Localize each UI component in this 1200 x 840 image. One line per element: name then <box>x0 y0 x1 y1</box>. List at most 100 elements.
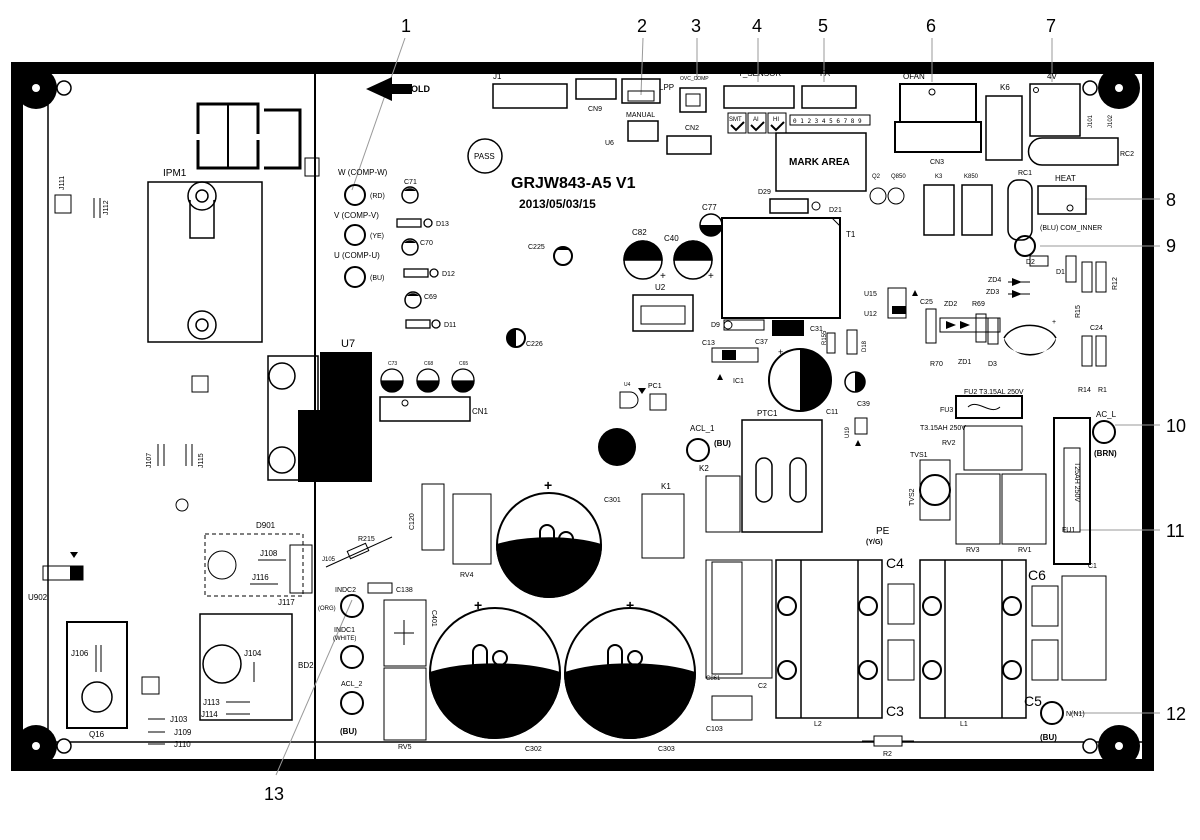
label-bu-acl1: (BU) <box>714 439 731 448</box>
label-cn2: CN2 <box>685 125 699 132</box>
label-bu-u: (BU) <box>370 275 384 282</box>
label-mark-area: MARK AREA <box>789 157 850 168</box>
label-rc2: RC2 <box>1120 151 1134 158</box>
label-c73: C73 <box>388 361 397 367</box>
label-c401: C401 <box>430 610 437 627</box>
choke-l1 <box>919 559 1027 719</box>
callout-7: 7 <box>1046 16 1056 36</box>
label-rd: (RD) <box>370 193 385 200</box>
label-c225: C225 <box>528 244 545 251</box>
label-heat: HEAT <box>1055 174 1076 183</box>
label-k6: K6 <box>1000 83 1010 92</box>
label-cn1: CN1 <box>472 407 489 416</box>
label-rv2: RV2 <box>942 440 956 447</box>
board-title: GRJW843-A5 V1 <box>511 175 636 192</box>
label-ptc1: PTC1 <box>757 409 778 418</box>
label-fu3: FU3 <box>940 407 953 414</box>
label-pe: PE <box>876 526 890 537</box>
label-v-comp: V (COMP-V) <box>334 211 379 220</box>
label-j104: J104 <box>244 649 262 658</box>
label-t1: T1 <box>846 230 856 239</box>
check-icons <box>730 121 785 132</box>
label-tvs2: TVS2 <box>909 488 916 506</box>
label-c11: C11 <box>826 409 838 416</box>
label-u12: U12 <box>864 311 877 318</box>
label-d901: D901 <box>256 521 276 530</box>
callout-1: 1 <box>401 16 411 36</box>
label-c24: C24 <box>1090 325 1103 332</box>
label-c31: C31 <box>810 326 823 333</box>
svg-text:+: + <box>708 271 714 282</box>
svg-text:+: + <box>1052 319 1056 326</box>
label-u19: U19 <box>845 426 851 438</box>
label-c301: C301 <box>604 497 621 504</box>
label-ovc-comp: OVC_COMP <box>680 76 709 82</box>
label-j116: J116 <box>252 573 269 582</box>
label-com-inner: (BLU) COM_INNER <box>1040 225 1102 232</box>
label-c37: C37 <box>755 339 768 346</box>
label-tvs1: TVS1 <box>910 452 928 459</box>
label-ipm1: IPM1 <box>163 168 187 179</box>
svg-text:+: + <box>474 597 482 613</box>
label-white: (WHITE) <box>333 636 356 642</box>
label-c226: C226 <box>526 341 543 348</box>
label-bu-n: (BU) <box>1040 733 1057 742</box>
callout-6: 6 <box>926 16 936 36</box>
label-j103: J103 <box>170 715 188 724</box>
label-c861: C861 <box>706 676 721 682</box>
callout-8: 8 <box>1166 190 1176 210</box>
label-q2: Q2 <box>872 174 881 180</box>
label-bd2: BD2 <box>298 661 314 670</box>
label-c138: C138 <box>396 587 413 594</box>
label-l1: L1 <box>960 721 968 728</box>
board-date: 2013/05/03/15 <box>519 197 596 211</box>
label-c120: C120 <box>409 513 416 530</box>
label-u6: U6 <box>605 140 614 147</box>
callout-4: 4 <box>752 16 762 36</box>
u7-heatsink <box>298 352 372 482</box>
label-j109: J109 <box>174 728 192 737</box>
label-c40: C40 <box>664 234 679 243</box>
label-q850: Q850 <box>891 174 906 180</box>
label-ofan: OFAN <box>903 72 925 81</box>
label-pass: PASS <box>474 152 495 161</box>
ipm1-module <box>147 181 263 343</box>
label-d21: D21 <box>829 207 842 214</box>
label-j101: J101 <box>1088 114 1094 128</box>
label-fu2: FU2 T3.15AL 250V <box>964 389 1024 396</box>
svg-text:+: + <box>778 347 783 357</box>
label-j115: J115 <box>198 453 205 468</box>
label-ye: (YE) <box>370 233 384 240</box>
label-u2: U2 <box>655 283 666 292</box>
label-w-comp: W (COMP-W) <box>338 168 388 177</box>
label-d1: D1 <box>1056 269 1065 276</box>
label-c71: C71 <box>404 179 417 186</box>
mounting-hole-bottom-right <box>1098 725 1140 767</box>
label-t25ah: T25AH 250V <box>1073 462 1080 502</box>
label-c1: C1 <box>1088 563 1097 570</box>
label-c69: C69 <box>424 294 437 301</box>
gold-arrow-icon <box>366 77 412 101</box>
label-zd3: ZD3 <box>986 289 999 296</box>
board-inner-outline <box>47 71 1146 743</box>
label-c39: C39 <box>857 401 870 408</box>
label-r2: R2 <box>883 751 892 758</box>
bulk-capacitors <box>428 492 697 739</box>
mounting-hole-top-right <box>1098 67 1140 109</box>
label-d13: D13 <box>436 221 449 228</box>
label-zd4: ZD4 <box>988 277 1001 284</box>
label-d3: D3 <box>988 361 997 368</box>
label-cn3: CN3 <box>930 159 944 166</box>
label-indc1: INDC1 <box>334 627 355 634</box>
label-j114: J114 <box>201 710 218 719</box>
label-lpp: LPP <box>659 83 674 92</box>
callout-11: 11 <box>1166 521 1185 541</box>
label-bu-acl2: (BU) <box>340 727 357 736</box>
label-rv1: RV1 <box>1018 547 1032 554</box>
label-cn9: CN9 <box>588 106 602 113</box>
label-digits: 0 1 2 3 4 5 6 7 8 9 <box>793 118 862 125</box>
label-n-n1: N(N1) <box>1066 711 1085 718</box>
label-c68: C68 <box>424 361 433 367</box>
label-j112: J112 <box>103 200 110 215</box>
svg-text:+: + <box>626 597 634 613</box>
